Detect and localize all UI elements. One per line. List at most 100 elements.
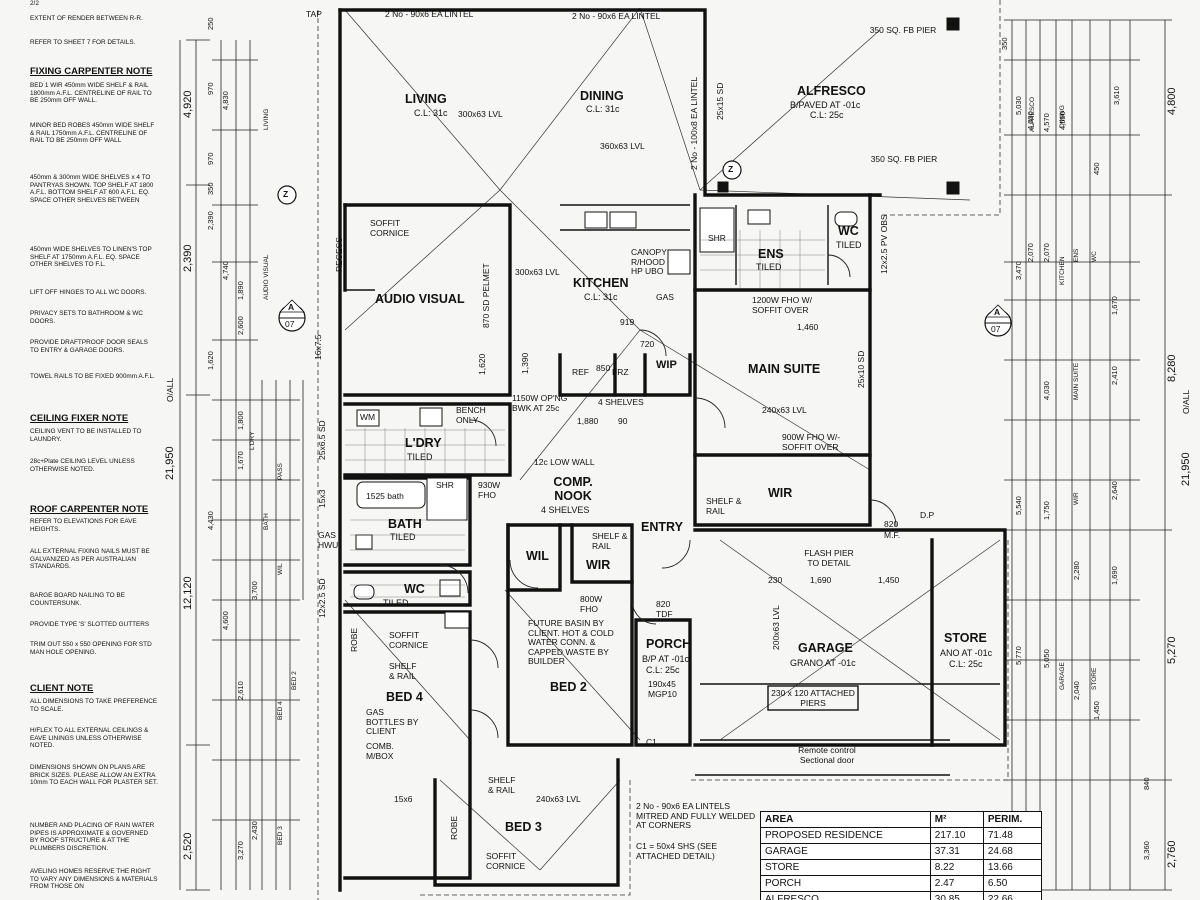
dim-left-chain-value: 2,600	[236, 316, 245, 335]
dim-left-room-tag: BED 3	[277, 826, 284, 845]
alfresco-ceiling: C.L: 25c	[810, 110, 844, 120]
room-garage: GARAGE	[798, 641, 853, 655]
room-bed-2: BED 2	[550, 680, 587, 694]
label-fho-930: 930W FHO	[478, 480, 501, 500]
door-swings	[439, 254, 897, 739]
room-wip: WIP	[656, 359, 677, 371]
dim-right-chain-value: 3,610	[1112, 86, 1121, 105]
room-living: LIVING	[405, 92, 447, 106]
room-ens-wc: WC	[838, 224, 859, 238]
dim-right-room-tag: WIR	[1073, 492, 1080, 505]
dim-right-chain-value: 4,570	[1042, 113, 1051, 132]
label-beam-dining: 360x63 LVL	[600, 141, 645, 151]
dim-left-chain-value: 1,670	[236, 451, 245, 470]
label-fb-pier-top: 350 SQ. FB PIER	[869, 25, 937, 35]
label-ref: REF	[572, 367, 589, 377]
room-bed-3: BED 3	[505, 820, 542, 834]
fixing-note-6: PRIVACY SETS TO BATHROOM & WC DOORS.	[30, 310, 144, 325]
label-post-25x15: 25x15 SD	[715, 82, 725, 120]
label-gas-bottles: GAS BOTTLES BY CLIENT	[366, 707, 419, 736]
north-marker-right	[722, 160, 742, 180]
label-c1-note: C1 = 50x4 SHS (SEE ATTACHED DETAIL)	[636, 841, 718, 861]
dim-right-chain-value: 5,050	[1042, 649, 1051, 668]
dim-right-chain-value: 3,470	[1014, 261, 1023, 280]
client-note-5: AVELING HOMES RESERVE THE RIGHT TO VARY …	[30, 868, 158, 891]
area-perim: 71.48	[982, 827, 1043, 844]
section-marker-right	[984, 304, 1012, 337]
dim-left-room-tag: BED 4	[277, 701, 284, 720]
left-dimension-lines	[179, 39, 304, 891]
label-dim-25x65: 25x6.5 SD	[317, 420, 327, 460]
label-comb-mbox: COMB. M/BOX	[366, 741, 394, 761]
section-sheet-left: 07	[285, 319, 295, 329]
fixing-note-2: MINOR BED ROBES 450mm WIDE SHELF & RAIL …	[30, 122, 155, 145]
label-dim-850: 850	[596, 363, 611, 373]
alfresco-paving: B/PAVED AT -01c	[790, 100, 861, 110]
label-robe-bed4: ROBE	[349, 627, 359, 652]
dim-right-chain-value: 2,410	[1110, 366, 1119, 385]
area-m2: 8.22	[929, 859, 984, 876]
dim-left-room-tag: L'DRY	[249, 431, 256, 450]
dim-right-chain-value: 1,670	[1110, 296, 1119, 315]
store-ceiling: C.L: 25c	[949, 659, 983, 669]
fixing-note-4: 450mm WIDE SHELVES TO LINEN'S TOP SHELF …	[30, 246, 152, 269]
dim-left-chain-value: 4,430	[206, 511, 215, 530]
fixtures	[353, 207, 858, 629]
roof-note-2: ALL EXTERNAL FIXING NAILS MUST BE GALVAN…	[30, 548, 150, 571]
dim-left-chain-value: 4,600	[221, 611, 230, 630]
north-marker-left	[277, 185, 297, 205]
area-m2: 37.31	[929, 843, 984, 860]
area-perim: 13.66	[982, 859, 1043, 876]
kitchen-ceiling: C.L: 31c	[584, 292, 618, 302]
label-flash-pier: FLASH PIER TO DETAIL	[804, 548, 854, 568]
dim-right-chain-value: 3,360	[1142, 841, 1151, 860]
label-beam-garage: 200x63 LVL	[771, 605, 781, 650]
table-row: STORE 8.22 13.66	[760, 859, 1043, 876]
dim-right-chain-value: 5,030	[1014, 96, 1023, 115]
room-wir-main: WIR	[768, 486, 793, 500]
area-name: ALFRESCO	[760, 891, 931, 900]
porch-ceiling: C.L: 25c	[646, 665, 680, 675]
room-wil: WIL	[526, 549, 549, 563]
label-dim-230: 230	[768, 575, 783, 585]
label-kitchen-shelves: 4 SHELVES	[598, 397, 644, 407]
dim-right-chain-value: 2,070	[1042, 243, 1051, 262]
north-arrow-left: Z	[283, 189, 289, 199]
note-page-ref: 2/2	[30, 0, 39, 7]
dim-left-room-tag: WIL	[277, 563, 284, 575]
label-tdf-820: 820 TDF	[656, 599, 673, 619]
bath-finish: TILED	[390, 532, 416, 542]
ceiling-fixer-heading: CEILING FIXER NOTE	[30, 413, 129, 424]
area-name: STORE	[760, 859, 931, 876]
fixing-carpenter-heading: FIXING CARPENTER NOTE	[30, 66, 153, 77]
label-canopy: CANOPY R/HOOD HP UBO	[631, 247, 667, 276]
fixing-note-1: BED 1 WIR 450mm WIDE SHELF & RAIL 1800mm…	[30, 82, 152, 105]
room-kitchen: KITCHEN	[573, 276, 629, 290]
dim-left-chain-value: 970	[206, 82, 215, 95]
section-id-left: A	[288, 302, 295, 312]
dim-left-room-tag: PASS	[277, 463, 284, 480]
roof-note-1: REFER TO ELEVATIONS FOR EAVE HEIGHTS.	[30, 518, 137, 533]
room-ens: ENS	[758, 247, 784, 261]
room-dining: DINING	[580, 89, 624, 103]
label-sd-870: 870 SD PELMET	[481, 263, 491, 328]
dim-right-room-tag: GARAGE	[1059, 662, 1066, 690]
label-low-wall: 12c LOW WALL	[534, 457, 595, 467]
area-name: PROPOSED RESIDENCE	[760, 827, 931, 844]
fixing-note-7: PROVIDE DRAFTPROOF DOOR SEALS TO ENTRY &…	[30, 339, 148, 354]
label-shelf-rail-wir: SHELF & RAIL	[592, 531, 628, 551]
porch-paving: B/P AT -01c	[642, 654, 690, 664]
area-name: PORCH	[760, 875, 931, 892]
label-frz: FRZ	[612, 367, 629, 377]
client-note-3: DIMENSIONS SHOWN ON PLANS ARE BRICK SIZE…	[30, 764, 158, 787]
dim-right-21950: 21,950	[1180, 452, 1192, 486]
room-entry: ENTRY	[641, 520, 683, 534]
label-wm: WM	[360, 412, 376, 422]
dim-left-2520: 2,520	[182, 832, 194, 860]
label-soffit-bed4: SOFFIT CORNICE	[389, 630, 429, 650]
dim-right-room-tag: MAIN SUITE	[1073, 362, 1080, 400]
label-attached-piers: 230 x 120 ATTACHED PIERS	[771, 688, 855, 708]
label-lintel-ea: 2 No - 100x8 EA LINTEL	[689, 76, 699, 170]
label-tap-top: TAP	[306, 9, 322, 19]
